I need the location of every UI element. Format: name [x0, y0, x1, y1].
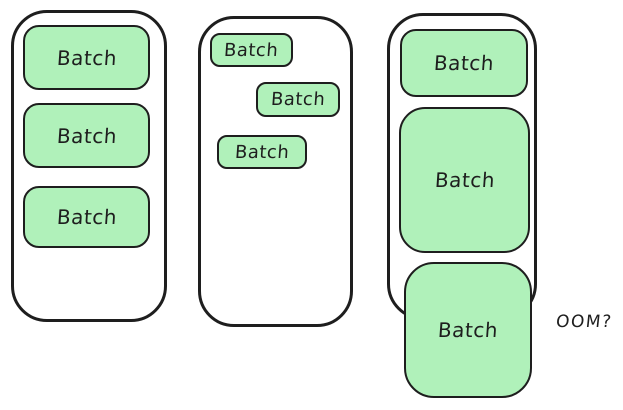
- batch-label: Batch: [55, 123, 118, 148]
- batch-box: Batch: [23, 186, 150, 248]
- batch-box: Batch: [400, 29, 528, 97]
- memory-container-2: [198, 16, 353, 327]
- batch-label: Batch: [433, 51, 495, 75]
- batch-box: Batch: [217, 135, 307, 169]
- batch-label: Batch: [55, 45, 118, 70]
- oom-annotation: OOM?: [554, 312, 614, 332]
- batch-label: Batch: [433, 168, 496, 192]
- batch-label: Batch: [55, 205, 118, 229]
- batch-box: Batch: [23, 25, 150, 90]
- batch-label: Batch: [223, 39, 280, 61]
- batch-box: Batch: [210, 33, 293, 67]
- batch-label: Batch: [234, 141, 290, 163]
- batch-box: Batch: [23, 103, 150, 168]
- batch-label: Batch: [270, 89, 326, 110]
- batch-label: Batch: [437, 318, 499, 342]
- batch-box-overflowing: Batch: [404, 262, 532, 398]
- batch-box: Batch: [256, 82, 340, 117]
- batch-box: Batch: [399, 107, 530, 253]
